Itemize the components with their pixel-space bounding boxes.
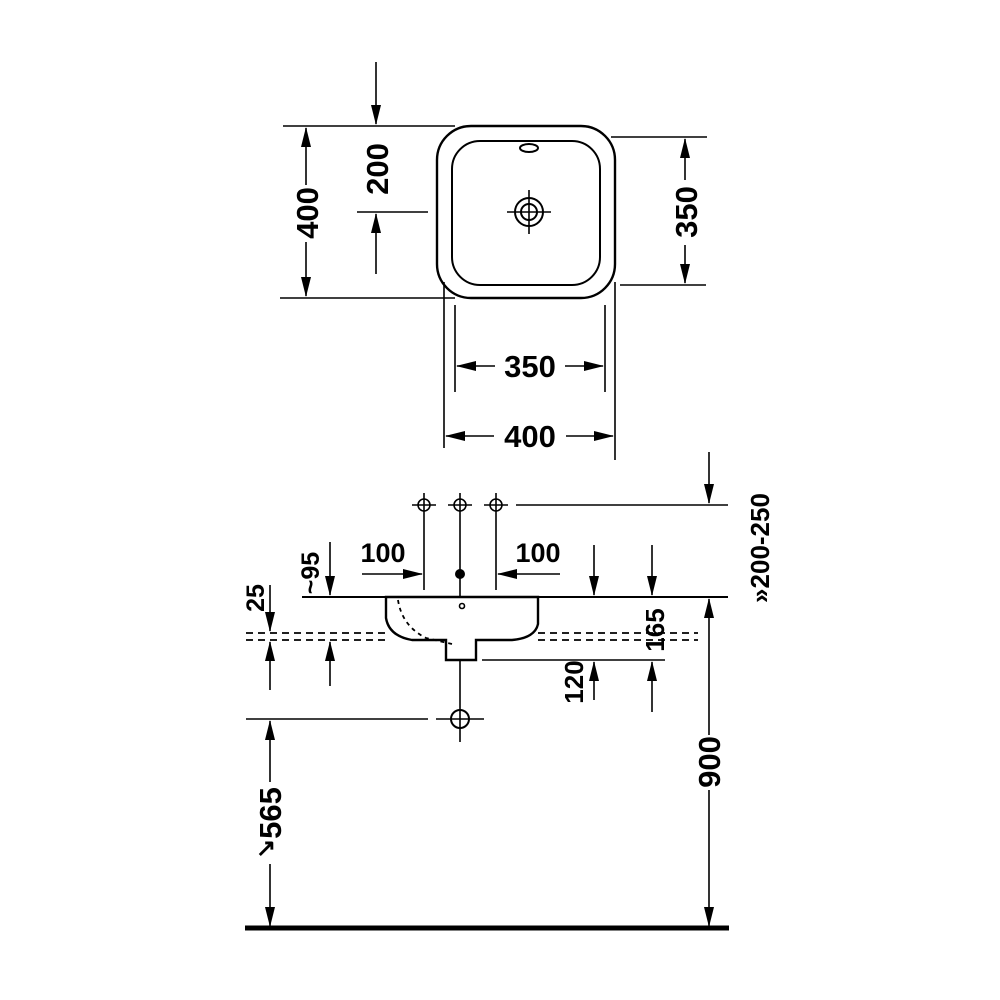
plan-view: 400 200 350 350 (280, 62, 707, 460)
dimension-trap-height: 565 ↗ (246, 709, 484, 927)
section-view: 100 100 »200-250 ~95 (242, 452, 775, 931)
depth-inner-label: 350 (669, 186, 704, 238)
trap-marker-icon: ↗ (256, 835, 276, 862)
basin-inner-bowl (451, 140, 601, 286)
tap-hole-center-icon (448, 493, 472, 517)
tap-axis-point (455, 569, 465, 579)
dimension-thickness: 25 (242, 584, 275, 690)
dimension-tap-height: »200-250 (516, 452, 775, 603)
drain-height-label: 120 (559, 660, 589, 703)
countertop (246, 596, 728, 641)
drain-offset-label: 200 (360, 143, 395, 195)
tap-hole-left-icon (412, 493, 436, 517)
tap-hole-right-icon (484, 493, 508, 517)
counter-height-label: 900 (692, 736, 727, 788)
drain-depth-label: 165 (640, 608, 670, 651)
depth-outer-label: 400 (290, 187, 325, 239)
overflow-icon (519, 143, 539, 153)
trap-height-label: 565 (253, 787, 288, 839)
rim-height-label: ~95 (297, 552, 325, 595)
tap-height-label: »200-250 (745, 493, 775, 603)
trap-outlet-icon (436, 709, 484, 729)
tap-holes (412, 493, 508, 517)
dimension-tap-spacing: 100 100 (360, 517, 561, 600)
dimension-drain-offset: 200 (357, 62, 428, 274)
drain-icon (507, 190, 551, 234)
width-inner-label: 350 (504, 349, 556, 384)
dimension-depth-outer: 400 (280, 125, 455, 299)
width-outer-label: 400 (504, 419, 556, 454)
dimension-width-outer: 400 (443, 282, 616, 460)
dimension-width-inner: 350 (454, 305, 606, 392)
thickness-label: 25 (242, 584, 270, 612)
dimension-depth-inner: 350 (611, 136, 707, 286)
tap-spacing-right-label: 100 (515, 538, 560, 568)
tap-spacing-left-label: 100 (360, 538, 405, 568)
dimension-drain-height: 120 (482, 545, 665, 704)
dimension-drain-depth: 165 (640, 545, 670, 712)
dimension-rim-height: ~95 (297, 542, 335, 686)
basin-section (384, 595, 540, 662)
dimension-counter-height: 900 (692, 598, 727, 927)
